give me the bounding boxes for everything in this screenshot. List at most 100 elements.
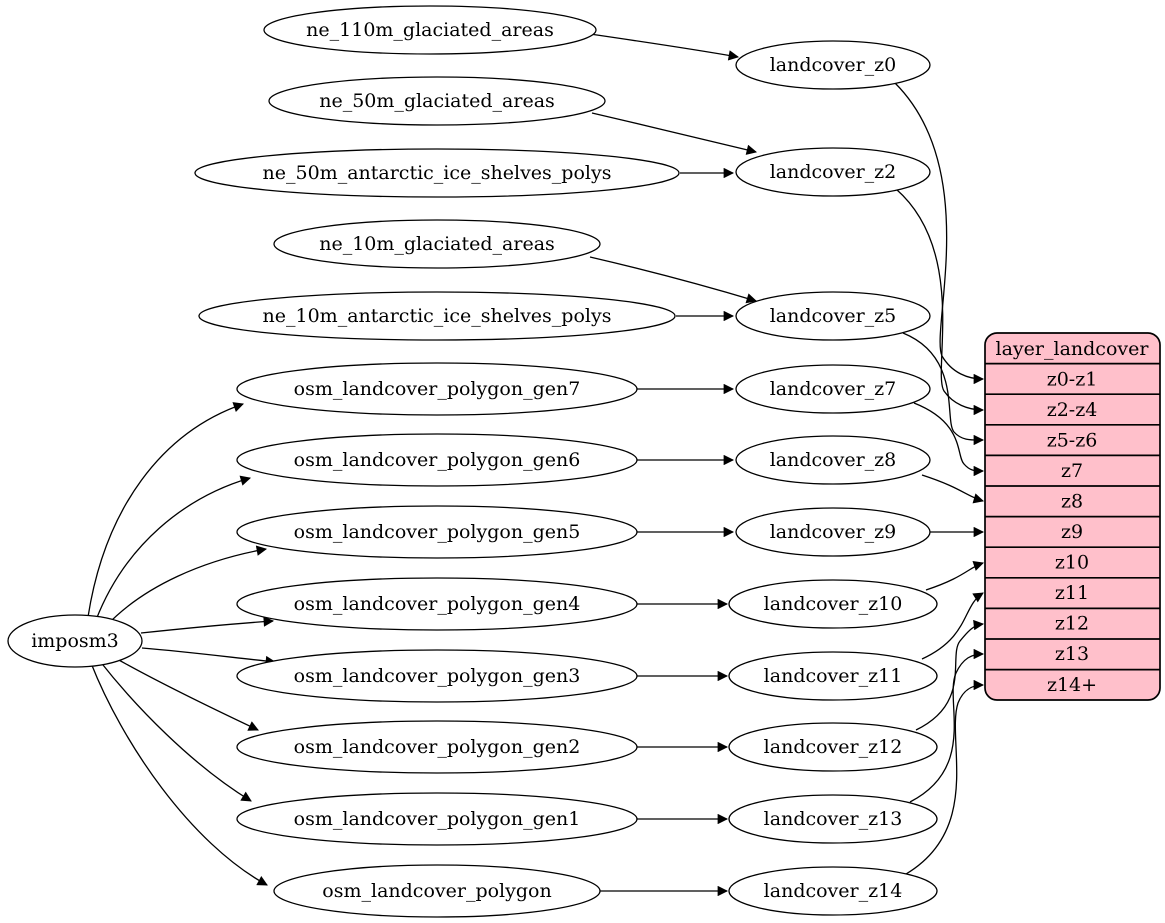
osm-landcover-polygon-gen4-label: osm_landcover_polygon_gen4 <box>294 593 581 615</box>
ne-10m-antarctic-ice-shelves-polys-ellipse <box>198 291 676 341</box>
landcover-z2-ellipse <box>735 147 931 197</box>
node-ne-50m-antarctic-ice-shelves-polys: ne_50m_antarctic_ice_shelves_polys <box>194 148 680 198</box>
osm-landcover-polygon-gen3-label: osm_landcover_polygon_gen3 <box>294 665 581 687</box>
node-osm-landcover-polygon-gen7: osm_landcover_polygon_gen7 <box>236 362 638 416</box>
osm-landcover-polygon-gen1-label: osm_landcover_polygon_gen1 <box>294 808 581 830</box>
layer-row-z10: z10 <box>1055 552 1089 574</box>
osm-landcover-polygon-gen4-ellipse <box>236 577 638 631</box>
node-landcover-z14: landcover_z14 <box>728 866 938 916</box>
edge-imposm3-gen4 <box>140 616 275 634</box>
landcover-z9-label: landcover_z9 <box>770 521 897 543</box>
node-landcover-z13: landcover_z13 <box>728 794 938 844</box>
osm-landcover-polygon-gen3-ellipse <box>236 649 638 703</box>
node-landcover-z2: landcover_z2 <box>735 147 931 197</box>
node-ne-10m-antarctic-ice-shelves-polys: ne_10m_antarctic_ice_shelves_polys <box>198 291 676 341</box>
edge-z7-row-z7 <box>913 402 985 477</box>
node-layer-landcover: layer_landcover z0-z1 z2-z4 z5-z6 z7 z8 … <box>984 332 1161 701</box>
layer-row-z14plus: z14+ <box>1047 674 1097 696</box>
edge-z5-row-z5z6 <box>902 332 985 446</box>
layer-row-z8: z8 <box>1061 491 1083 513</box>
node-ne-110m-glaciated-areas: ne_110m_glaciated_areas <box>263 5 597 55</box>
node-landcover-z12: landcover_z12 <box>728 722 938 772</box>
osm-landcover-polygon-gen5-label: osm_landcover_polygon_gen5 <box>294 521 581 543</box>
layer-row-z12: z12 <box>1055 613 1089 635</box>
edge-ne50m-glaciated-z2 <box>591 112 758 155</box>
landcover-z12-ellipse <box>728 722 938 772</box>
edge-imposm3-gen6 <box>95 475 251 621</box>
landcover-z0-ellipse <box>735 40 931 90</box>
ne-50m-glaciated-areas-ellipse <box>268 76 606 126</box>
landcover-z13-ellipse <box>728 794 938 844</box>
edge-z12-row-z12 <box>915 619 985 731</box>
node-landcover-z9: landcover_z9 <box>735 507 931 557</box>
edge-layer <box>87 33 985 897</box>
osm-landcover-polygon-gen5-ellipse <box>236 505 638 559</box>
edge-z10-row-z10 <box>925 561 984 591</box>
landcover-z11-label: landcover_z11 <box>764 665 903 687</box>
osm-landcover-polygon-gen2-label: osm_landcover_polygon_gen2 <box>294 736 581 758</box>
landcover-z13-label: landcover_z13 <box>764 808 903 830</box>
edge-ne10m-glaciated-z5 <box>589 256 757 304</box>
osm-landcover-polygon-gen6-ellipse <box>236 433 638 487</box>
node-imposm3: imposm3 <box>7 614 143 668</box>
node-osm-landcover-polygon-gen2: osm_landcover_polygon_gen2 <box>236 720 638 774</box>
node-landcover-z11: landcover_z11 <box>728 651 938 701</box>
edge-imposm3-polygon <box>90 662 268 886</box>
ne-50m-antarctic-ice-shelves-polys-label: ne_50m_antarctic_ice_shelves_polys <box>263 162 612 184</box>
edge-z0-row-z0z1 <box>894 82 985 385</box>
edge-z13-row-z13 <box>909 648 985 803</box>
edge-ne110m-z0 <box>589 33 740 61</box>
node-osm-landcover-polygon-gen1: osm_landcover_polygon_gen1 <box>236 792 638 846</box>
edge-z2-row-z2z4 <box>895 188 985 416</box>
ne-10m-antarctic-ice-shelves-polys-label: ne_10m_antarctic_ice_shelves_polys <box>263 305 612 327</box>
edge-imposm3-gen3 <box>141 647 277 667</box>
imposm3-ellipse <box>7 614 143 668</box>
landcover-z0-label: landcover_z0 <box>770 54 897 76</box>
osm-landcover-polygon-gen1-ellipse <box>236 792 638 846</box>
landcover-z14-label: landcover_z14 <box>764 880 903 902</box>
layer-row-z7: z7 <box>1061 460 1083 482</box>
ne-110m-glaciated-areas-ellipse <box>263 5 597 55</box>
landcover-z7-ellipse <box>735 364 931 414</box>
landcover-z8-ellipse <box>735 435 931 485</box>
node-landcover-z10: landcover_z10 <box>728 579 938 629</box>
node-ne-10m-glaciated-areas: ne_10m_glaciated_areas <box>273 219 601 269</box>
landcover-z11-ellipse <box>728 651 938 701</box>
layer-row-z5-z6: z5-z6 <box>1047 430 1098 452</box>
edge-z8-row-z8 <box>921 474 984 504</box>
node-landcover-z0: landcover_z0 <box>735 40 931 90</box>
node-osm-landcover-polygon-gen6: osm_landcover_polygon_gen6 <box>236 433 638 487</box>
edge-z14-row-z14plus <box>905 679 985 875</box>
layer-row-z9: z9 <box>1061 521 1083 543</box>
osm-landcover-polygon-gen2-ellipse <box>236 720 638 774</box>
landcover-z2-label: landcover_z2 <box>770 161 897 183</box>
node-osm-landcover-polygon-gen3: osm_landcover_polygon_gen3 <box>236 649 638 703</box>
edge-imposm3-gen7 <box>87 402 244 618</box>
osm-landcover-polygon-gen6-label: osm_landcover_polygon_gen6 <box>294 449 581 471</box>
landcover-z10-ellipse <box>728 579 938 629</box>
layer-row-z2-z4: z2-z4 <box>1047 399 1098 421</box>
landcover-z5-ellipse <box>735 291 931 341</box>
landcover-z14-ellipse <box>728 866 938 916</box>
landcover-z5-label: landcover_z5 <box>770 305 897 327</box>
edge-z11-row-z11 <box>921 592 984 660</box>
node-osm-landcover-polygon-gen5: osm_landcover_polygon_gen5 <box>236 505 638 559</box>
node-landcover-z8: landcover_z8 <box>735 435 931 485</box>
edge-imposm3-gen2 <box>109 654 259 731</box>
ne-50m-antarctic-ice-shelves-polys-ellipse <box>194 148 680 198</box>
edge-imposm3-gen1 <box>98 659 252 802</box>
osm-landcover-polygon-gen7-ellipse <box>236 362 638 416</box>
node-osm-landcover-polygon-gen4: osm_landcover_polygon_gen4 <box>236 577 638 631</box>
ne-50m-glaciated-areas-label: ne_50m_glaciated_areas <box>319 90 555 112</box>
node-landcover-z5: landcover_z5 <box>735 291 931 341</box>
node-ne-50m-glaciated-areas: ne_50m_glaciated_areas <box>268 76 606 126</box>
landcover-z8-label: landcover_z8 <box>770 449 897 471</box>
osm-landcover-polygon-label: osm_landcover_polygon <box>322 880 551 902</box>
landcover-z12-label: landcover_z12 <box>764 736 903 758</box>
ne-10m-glaciated-areas-label: ne_10m_glaciated_areas <box>319 233 555 255</box>
imposm3-label: imposm3 <box>31 630 119 652</box>
layer-row-z11: z11 <box>1055 582 1089 604</box>
layer-landcover-title: layer_landcover <box>996 338 1150 360</box>
node-landcover-z7: landcover_z7 <box>735 364 931 414</box>
